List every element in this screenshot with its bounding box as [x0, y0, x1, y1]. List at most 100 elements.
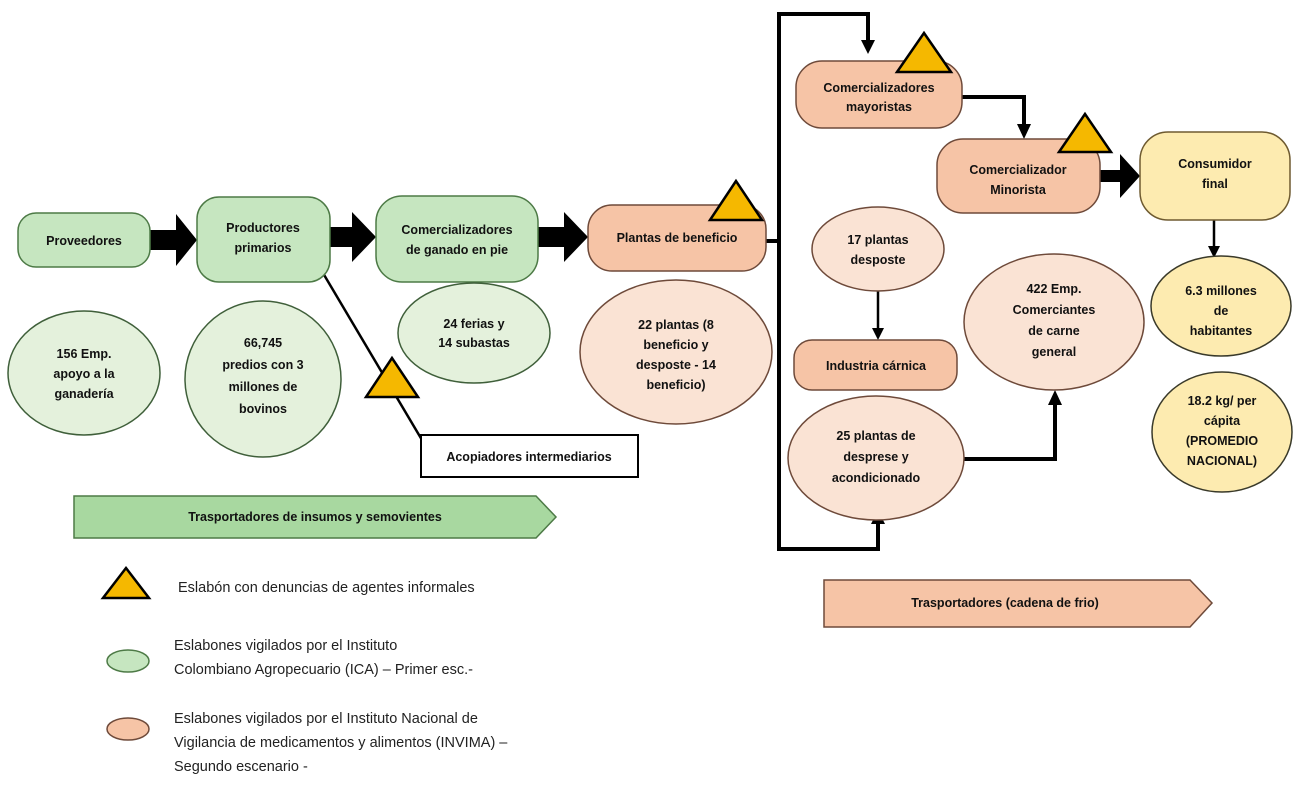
block-arrow-minorista-consumidor: [1100, 154, 1140, 198]
node-productores-primarios: Productores primarios: [196, 196, 331, 283]
svg-text:Comercializador: Comercializador: [969, 163, 1066, 177]
ellipse-25-plantas: 25 plantas de desprese y acondicionado: [787, 395, 965, 521]
warning-triangle-icon: [894, 30, 954, 74]
svg-text:Comercializadores: Comercializadores: [823, 81, 934, 95]
ellipse-habitantes-line: 6.3 millones: [1185, 284, 1257, 298]
ellipse-17-line: desposte: [851, 253, 906, 267]
legend-salmon-label: Vigilancia de medicamentos y alimentos (…: [174, 735, 508, 751]
svg-text:22 plantas (8: 22 plantas (8: [638, 318, 714, 332]
node-minorista-line: Minorista: [990, 183, 1047, 197]
svg-text:156 Emp.: 156 Emp.: [57, 347, 112, 361]
svg-text:millones de: millones de: [229, 380, 298, 394]
svg-text:de carne: de carne: [1028, 324, 1079, 338]
svg-text:Eslabones vigilados por el Ins: Eslabones vigilados por el Instituto Nac…: [174, 711, 478, 727]
svg-text:ganadería: ganadería: [54, 387, 114, 401]
ellipse-156-emp: 156 Emp. apoyo a la ganadería: [7, 310, 161, 436]
block-arrow-comercializadores-plantas: [538, 212, 588, 262]
ellipse-habitantes-line: de: [1214, 304, 1229, 318]
svg-text:Eslabones vigilados por el Ins: Eslabones vigilados por el Instituto: [174, 638, 397, 654]
banner-trasportadores-insumos: Trasportadores de insumos y semovientes: [73, 495, 558, 539]
line-25plantas-422emp: [962, 402, 1057, 461]
svg-text:Consumidor: Consumidor: [1178, 157, 1252, 171]
node-productores-line: Productores: [226, 221, 300, 235]
svg-text:cápita: cápita: [1204, 414, 1241, 428]
line-mayoristas-minorista: [962, 95, 1026, 128]
ellipse-422-line: Comerciantes: [1013, 303, 1096, 317]
arrowhead-to-habitantes: [1208, 246, 1220, 258]
node-comercializadores-ganado-line: de ganado en pie: [406, 243, 508, 257]
warning-triangle-icon: [1056, 111, 1114, 154]
ellipse-24-ferias: 24 ferias y 14 subastas: [397, 282, 551, 384]
svg-text:habitantes: habitantes: [1190, 324, 1253, 338]
svg-text:Trasportadores (cadena de frio: Trasportadores (cadena de frio): [911, 596, 1099, 610]
ellipse-ferias-line: 14 subastas: [438, 336, 510, 350]
legend-green-label: Colombiano Agropecuario (ICA) – Primer e…: [174, 662, 473, 678]
legend-green-ellipse-icon: [106, 649, 150, 673]
ellipse-17-line: 17 plantas: [847, 233, 908, 247]
ellipse-422-emp: 422 Emp. Comerciantes de carne general: [963, 253, 1145, 391]
svg-text:general: general: [1032, 345, 1076, 359]
svg-text:18.2 kg/ per: 18.2 kg/ per: [1188, 394, 1257, 408]
ellipse-predios-line: bovinos: [239, 402, 287, 416]
svg-text:25 plantas de: 25 plantas de: [836, 429, 915, 443]
svg-text:Comercializadores: Comercializadores: [401, 223, 512, 237]
ellipse-predios-line: 66,745: [244, 336, 282, 350]
ellipse-17-plantas: 17 plantas desposte: [811, 206, 945, 292]
ellipse-18-2-kg: 18.2 kg/ per cápita (PROMEDIO NACIONAL): [1151, 371, 1293, 493]
block-arrow-productores-comercializadores: [330, 212, 376, 262]
svg-text:desposte - 14: desposte - 14: [636, 358, 716, 372]
ellipse-ferias-line: 24 ferias y: [443, 317, 504, 331]
node-plantas-beneficio: Plantas de beneficio: [587, 204, 767, 272]
node-consumidor-line: final: [1202, 177, 1228, 191]
arrowhead-to-industria: [872, 328, 884, 340]
svg-text:acondicionado: acondicionado: [832, 471, 921, 485]
ellipse-percapita-line: (PROMEDIO: [1186, 434, 1259, 448]
arrowhead-to-422emp: [1048, 390, 1062, 405]
legend-green-label: Eslabones vigilados por el Instituto: [174, 638, 397, 654]
svg-text:Comerciantes: Comerciantes: [1013, 303, 1096, 317]
svg-text:apoyo a la: apoyo a la: [53, 367, 115, 381]
ellipse-habitantes-line: habitantes: [1190, 324, 1253, 338]
svg-text:Eslabón con denuncias de agent: Eslabón con denuncias de agentes informa…: [178, 580, 475, 596]
svg-text:Proveedores: Proveedores: [46, 234, 122, 248]
node-minorista-line: Comercializador: [969, 163, 1066, 177]
ellipse-6-3-millones: 6.3 millones de habitantes: [1150, 255, 1292, 357]
ellipse-422-line: 422 Emp.: [1027, 282, 1082, 296]
ellipse-22-line: 22 plantas (8: [638, 318, 714, 332]
svg-text:final: final: [1202, 177, 1228, 191]
svg-text:Trasportadores de insumos y se: Trasportadores de insumos y semovientes: [188, 510, 442, 524]
ellipse-66745-predios: 66,745 predios con 3 millones de bovinos: [184, 300, 342, 458]
ellipse-percapita-line: 18.2 kg/ per: [1188, 394, 1257, 408]
ellipse-156-line: ganadería: [54, 387, 114, 401]
ellipse-422-line: de carne: [1028, 324, 1079, 338]
banner-insumos-label: Trasportadores de insumos y semovientes: [188, 510, 442, 524]
node-comercializadores-ganado: Comercializadores de ganado en pie: [375, 195, 539, 283]
svg-text:de ganado en pie: de ganado en pie: [406, 243, 508, 257]
line-productores-acopiadores: [318, 267, 424, 441]
svg-text:bovinos: bovinos: [239, 402, 287, 416]
ellipse-22-line: desposte - 14: [636, 358, 716, 372]
svg-text:mayoristas: mayoristas: [846, 100, 912, 114]
legend-triangle-label: Eslabón con denuncias de agentes informa…: [178, 580, 475, 596]
svg-text:desprese y: desprese y: [843, 450, 908, 464]
legend: Eslabón con denuncias de agentes informa…: [100, 565, 508, 775]
node-comercializador-minorista: Comercializador Minorista: [936, 138, 1101, 214]
block-arrow-proveedores-productores: [150, 214, 197, 266]
svg-text:Plantas de beneficio: Plantas de beneficio: [617, 231, 738, 245]
ellipse-predios-line: millones de: [229, 380, 298, 394]
legend-triangle-icon: [100, 565, 152, 600]
svg-text:beneficio y: beneficio y: [643, 338, 708, 352]
svg-text:Colombiano Agropecuario (ICA): Colombiano Agropecuario (ICA) – Primer e…: [174, 662, 473, 678]
ellipse-22-plantas: 22 plantas (8 beneficio y desposte - 14 …: [579, 279, 773, 425]
node-consumidor-line: Consumidor: [1178, 157, 1252, 171]
legend-salmon-label: Eslabones vigilados por el Instituto Nac…: [174, 711, 478, 727]
svg-text:422 Emp.: 422 Emp.: [1027, 282, 1082, 296]
node-comercializadores-ganado-line: Comercializadores: [401, 223, 512, 237]
node-acopiadores: Acopiadores intermediarios: [420, 434, 639, 478]
ellipse-156-line: apoyo a la: [53, 367, 115, 381]
svg-text:desposte: desposte: [851, 253, 906, 267]
node-comercializadores-mayoristas: Comercializadores mayoristas: [795, 60, 963, 129]
svg-text:predios con 3: predios con 3: [222, 358, 303, 372]
svg-text:Acopiadores intermediarios: Acopiadores intermediarios: [446, 450, 611, 464]
